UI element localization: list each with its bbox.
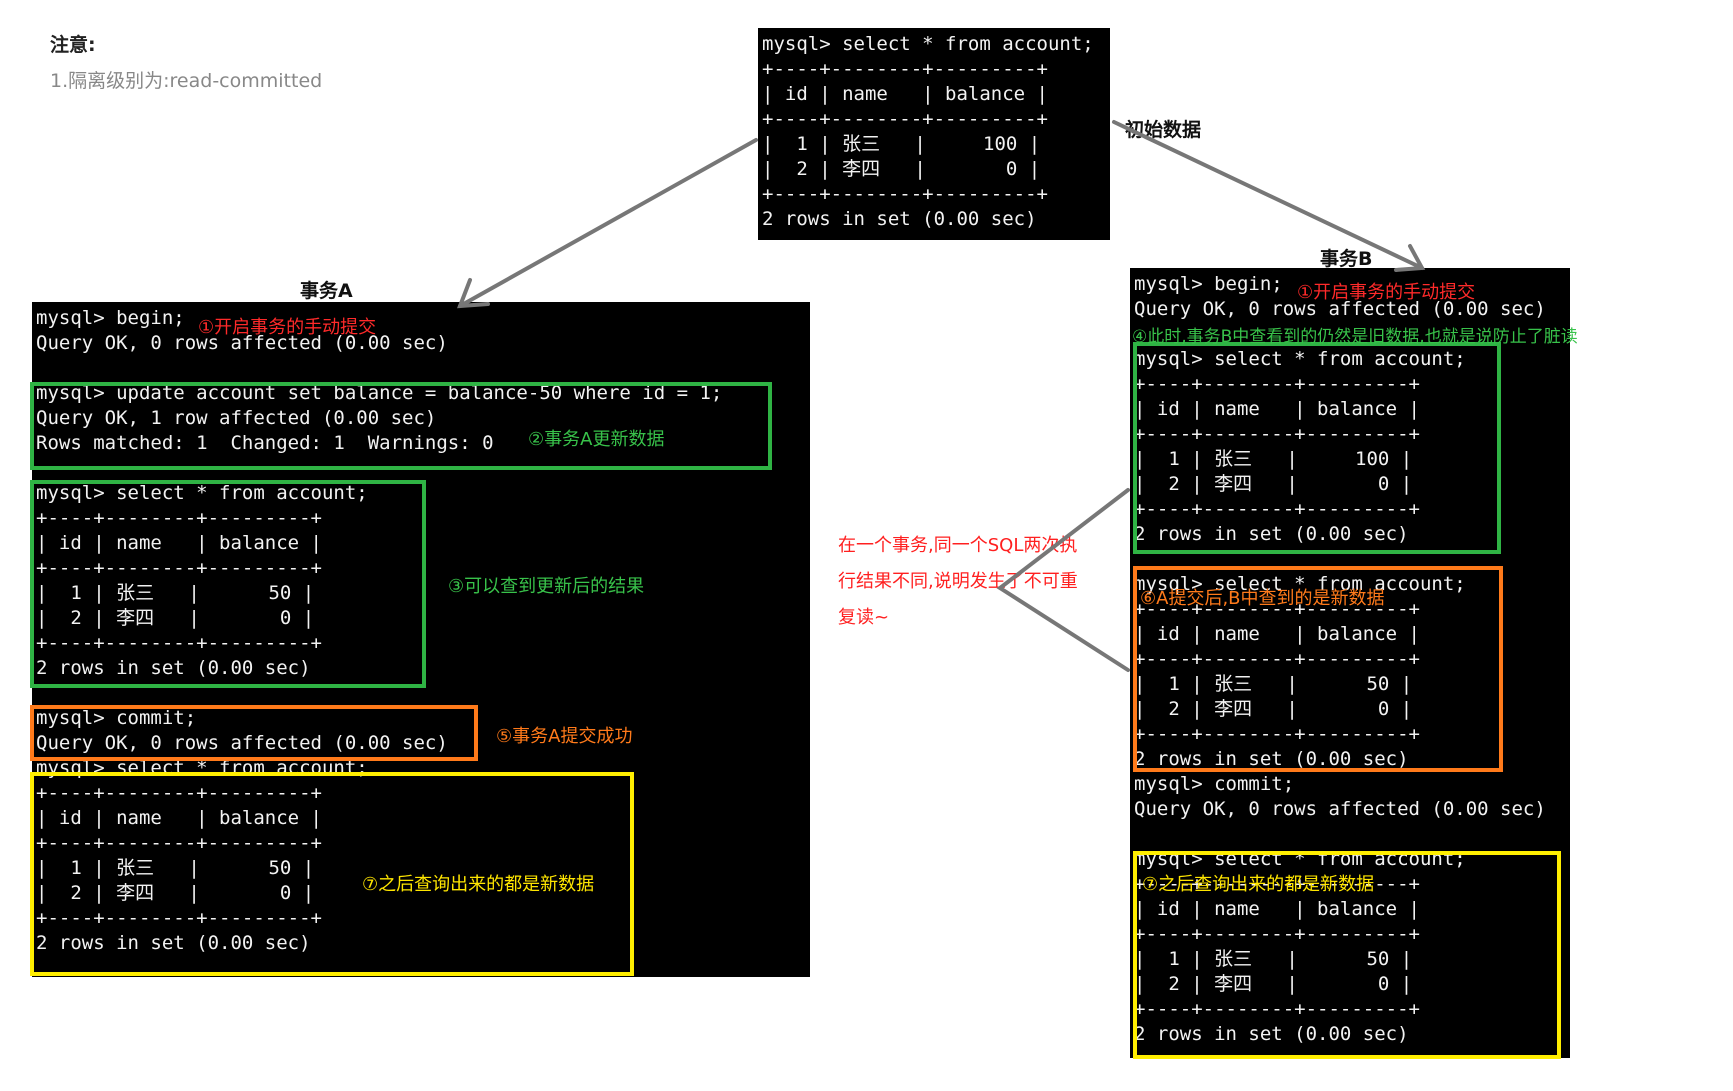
- terminal-line: +----+--------+---------+: [36, 907, 322, 929]
- terminal-line: | 1 | 张三 | 50 |: [36, 857, 315, 879]
- terminal-line: mysql> begin;: [36, 307, 185, 329]
- terminal-line: | 1 | 张三 | 50 |: [1134, 948, 1413, 970]
- highlight-b-first-select: [1133, 342, 1501, 554]
- terminal-line: | id | name | balance |: [1134, 398, 1420, 420]
- terminal-line: +----+--------+---------+: [762, 58, 1048, 80]
- terminal-line: | id | name | balance |: [1134, 623, 1420, 645]
- terminal-line: +----+--------+---------+: [1134, 373, 1420, 395]
- terminal-line: 2 rows in set (0.00 sec): [36, 657, 311, 679]
- terminal-line: | 1 | 张三 | 50 |: [1134, 673, 1413, 695]
- terminal-line: | 2 | 李四 | 0 |: [1134, 973, 1413, 995]
- terminal-line: +----+--------+---------+: [36, 832, 322, 854]
- annotation-a-begin: ①开启事务的手动提交: [198, 317, 377, 338]
- terminal-line: +----+--------+---------+: [762, 183, 1048, 205]
- terminal-line: +----+--------+---------+: [1134, 923, 1420, 945]
- highlight-b-second-select: [1133, 566, 1503, 772]
- annotation-b-begin: ①开启事务的手动提交: [1297, 282, 1476, 303]
- terminal-line: Rows matched: 1 Changed: 1 Warnings: 0: [36, 432, 494, 454]
- terminal-line: | id | name | balance |: [1134, 898, 1420, 920]
- highlight-a-commit: [30, 705, 478, 761]
- highlight-a-update: [30, 382, 772, 470]
- terminal-line: | 2 | 李四 | 0 |: [36, 882, 315, 904]
- terminal-line: mysql> select * from account;: [36, 482, 368, 504]
- highlight-a-select: [30, 480, 426, 688]
- terminal-line: +----+--------+---------+: [36, 507, 322, 529]
- arrow-initial-to-a: [458, 138, 758, 308]
- initial-data-terminal: mysql> select * from account; +----+-----…: [758, 28, 1110, 240]
- note-title: 注意:: [50, 34, 96, 56]
- terminal-line: Query OK, 0 rows affected (0.00 sec): [1134, 798, 1546, 820]
- label-transaction-b: 事务B: [1320, 248, 1373, 270]
- callout-bracket: [996, 488, 1130, 672]
- terminal-line: Query OK, 0 rows affected (0.00 sec): [36, 332, 448, 354]
- transaction-b-terminal: mysql> begin; Query OK, 0 rows affected (…: [1130, 268, 1570, 1058]
- terminal-line: | id | name | balance |: [36, 807, 322, 829]
- terminal-line: | 2 | 李四 | 0 |: [36, 607, 315, 629]
- arrow-initial-to-b: [1112, 120, 1424, 270]
- terminal-line: mysql> select * from account;: [762, 33, 1094, 55]
- annotation-a-update: ②事务A更新数据: [528, 429, 665, 450]
- terminal-line: +----+--------+---------+: [762, 108, 1048, 130]
- annotation-b-final: ⑦之后查询出来的都是新数据: [1142, 874, 1375, 895]
- terminal-line: +----+--------+---------+: [36, 782, 322, 804]
- terminal-line: Query OK, 0 rows affected (0.00 sec): [1134, 298, 1546, 320]
- terminal-line: | 1 | 张三 | 100 |: [762, 133, 1041, 155]
- highlight-b-final-select: [1133, 851, 1561, 1059]
- terminal-line: mysql> select * from account;: [1134, 573, 1466, 595]
- terminal-line: mysql> update account set balance = bala…: [36, 382, 723, 404]
- terminal-line: | 2 | 李四 | 0 |: [1134, 473, 1413, 495]
- terminal-line: +----+--------+---------+: [1134, 723, 1420, 745]
- terminal-line: Query OK, 1 row affected (0.00 sec): [36, 407, 437, 429]
- terminal-line: mysql> select * from account;: [1134, 348, 1466, 370]
- terminal-line: | 2 | 李四 | 0 |: [1134, 698, 1413, 720]
- terminal-line: 2 rows in set (0.00 sec): [36, 932, 311, 954]
- arrow-head-b: [1394, 244, 1426, 272]
- terminal-line: +----+--------+---------+: [1134, 423, 1420, 445]
- annotation-b-new-data: ⑥A提交后,B中查到的是新数据: [1140, 588, 1385, 609]
- terminal-line: +----+--------+---------+: [1134, 598, 1420, 620]
- terminal-line: 2 rows in set (0.00 sec): [1134, 748, 1409, 770]
- terminal-line: | 1 | 张三 | 100 |: [1134, 448, 1413, 470]
- terminal-line: | id | name | balance |: [36, 532, 322, 554]
- arrow-head-a: [457, 278, 490, 309]
- transaction-a-terminal: mysql> begin; Query OK, 0 rows affected (…: [32, 302, 810, 977]
- terminal-line: 2 rows in set (0.00 sec): [1134, 523, 1409, 545]
- terminal-line: +----+--------+---------+: [1134, 648, 1420, 670]
- annotation-a-final: ⑦之后查询出来的都是新数据: [362, 874, 595, 895]
- terminal-line: | 2 | 李四 | 0 |: [762, 158, 1041, 180]
- annotation-a-commit: ⑤事务A提交成功: [496, 726, 633, 747]
- annotation-a-select: ③可以查到更新后的结果: [448, 576, 645, 597]
- note-isolation-level: 1.隔离级别为:read-committed: [50, 70, 323, 92]
- terminal-line: 2 rows in set (0.00 sec): [762, 208, 1037, 230]
- terminal-line: +----+--------+---------+: [1134, 873, 1420, 895]
- terminal-line: +----+--------+---------+: [1134, 998, 1420, 1020]
- terminal-line: mysql> begin;: [1134, 273, 1283, 295]
- terminal-line: mysql> commit;: [1134, 773, 1295, 795]
- terminal-line: 2 rows in set (0.00 sec): [1134, 1023, 1409, 1045]
- label-transaction-a: 事务A: [300, 280, 353, 302]
- terminal-line: Query OK, 0 rows affected (0.00 sec): [36, 732, 448, 754]
- annotation-b-dirty-read: ④此时,事务B中查看到的仍然是旧数据,也就是说防止了脏读: [1132, 327, 1578, 347]
- terminal-line: +----+--------+---------+: [1134, 498, 1420, 520]
- terminal-line: | id | name | balance |: [762, 83, 1048, 105]
- terminal-line: | 1 | 张三 | 50 |: [36, 582, 315, 604]
- terminal-line: mysql> commit;: [36, 707, 197, 729]
- highlight-a-final-select: [30, 772, 634, 976]
- terminal-line: +----+--------+---------+: [36, 632, 322, 654]
- terminal-line: +----+--------+---------+: [36, 557, 322, 579]
